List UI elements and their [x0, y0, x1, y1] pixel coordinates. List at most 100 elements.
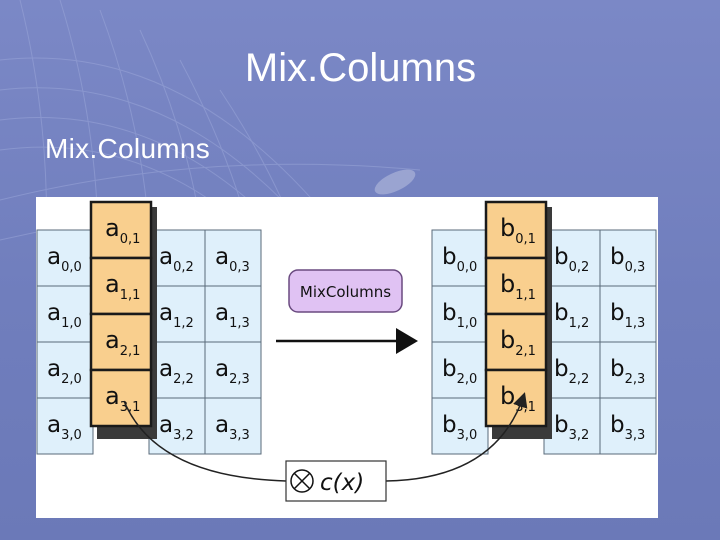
right-cell-label-0-0-letter: b: [442, 244, 457, 270]
left-cell-1-2: [148, 285, 206, 343]
right-cell-label-0-3-subscript: 0,3: [625, 260, 646, 275]
left-cell-label-0-0-subscript: 0,0: [61, 260, 82, 275]
multiplication-box: [285, 460, 387, 502]
left-cell-0-2: [148, 229, 206, 287]
left-cell-label-1-2: a1,2: [159, 300, 194, 331]
right-cell-label-3-3: b3,3: [610, 412, 645, 443]
right-highlight-cell-label-2: b2,1: [500, 326, 536, 359]
right-highlight-cell-label-2-subscript: 2,1: [515, 344, 536, 359]
left-cell-2-0: [36, 341, 94, 399]
left-cell-2-3: [204, 341, 262, 399]
left-cell-label-3-3-subscript: 3,3: [229, 428, 250, 443]
transform-arrow-head: [396, 328, 418, 354]
slide-bullet-text: Mix.Columns: [45, 133, 211, 164]
right-cell-label-2-3-subscript: 2,3: [625, 372, 646, 387]
right-highlight-cell-3: [484, 368, 548, 428]
right-cell-label-2-2-subscript: 2,2: [569, 372, 590, 387]
left-cell-0-3: [204, 229, 262, 287]
left-cell-3-2: [148, 397, 206, 455]
left-cell-label-3-2: a3,2: [159, 412, 194, 443]
left-cell-label-1-0-subscript: 1,0: [61, 316, 82, 331]
left-cell-3-3: [204, 397, 262, 455]
right-highlight-cell-label-1-subscript: 1,1: [515, 288, 536, 303]
right-cell-label-1-2-letter: b: [554, 300, 569, 326]
right-cell-3-2: [543, 397, 601, 455]
left-cell-label-2-0-subscript: 2,0: [61, 372, 82, 387]
right-highlight-cell-label-3-subscript: 3,1: [515, 400, 536, 415]
right-cell-label-3-0-letter: b: [442, 412, 457, 438]
multiplication-label: c(x): [320, 470, 364, 496]
slide-title: Mix.Columns: [244, 46, 477, 90]
right-cell-label-2-0-subscript: 2,0: [457, 372, 478, 387]
right-cell-label-1-3: b1,3: [610, 300, 645, 331]
right-cell-label-3-3-letter: b: [610, 412, 625, 438]
left-cell-label-2-3: a2,3: [215, 356, 250, 387]
left-highlight-cell-label-2: a2,1: [105, 326, 140, 359]
left-highlight-cell-2: [89, 312, 153, 372]
circled-times-icon: [290, 469, 314, 493]
left-cell-1-3: [204, 285, 262, 343]
left-cell-label-1-3-subscript: 1,3: [229, 316, 250, 331]
left-cell-label-2-0: a2,0: [47, 356, 82, 387]
right-cell-label-1-2-subscript: 1,2: [569, 316, 590, 331]
left-cell-label-0-2: a0,2: [159, 244, 194, 275]
right-highlight-cell-label-0-subscript: 0,1: [515, 232, 536, 247]
left-highlight-cell-label-1-letter: a: [105, 270, 120, 298]
left-cell-label-3-2-letter: a: [159, 412, 173, 438]
right-cell-label-1-0-subscript: 1,0: [457, 316, 478, 331]
right-cell-0-2: [543, 229, 601, 287]
right-cell-label-2-3: b2,3: [610, 356, 645, 387]
right-cell-3-0: [431, 397, 489, 455]
left-cell-label-1-3: a1,3: [215, 300, 250, 331]
right-cell-label-1-0-letter: b: [442, 300, 457, 326]
left-highlight-cell-label-0-letter: a: [105, 214, 120, 242]
right-cell-label-2-0-letter: b: [442, 356, 457, 382]
right-cell-label-3-0-subscript: 3,0: [457, 428, 478, 443]
left-highlight-cell-label-0-subscript: 0,1: [120, 232, 141, 247]
left-cell-label-2-2-subscript: 2,2: [173, 372, 194, 387]
right-cell-1-3: [599, 285, 657, 343]
mixcolumns-operation-box: [288, 269, 403, 313]
left-cell-label-1-3-letter: a: [215, 300, 229, 326]
right-cell-label-0-2: b0,2: [554, 244, 589, 275]
right-cell-2-0: [431, 341, 489, 399]
left-cell-label-1-0: a1,0: [47, 300, 82, 331]
right-cell-label-3-2-subscript: 3,2: [569, 428, 590, 443]
right-highlight-cell-label-0-letter: b: [500, 214, 515, 242]
left-cell-2-2: [148, 341, 206, 399]
left-cell-label-1-0-letter: a: [47, 300, 61, 326]
right-cell-label-2-0: b2,0: [442, 356, 477, 387]
right-highlight-cell-label-1: b1,1: [500, 270, 536, 303]
right-cell-label-0-3: b0,3: [610, 244, 645, 275]
left-cell-label-2-3-letter: a: [215, 356, 229, 382]
left-cell-label-3-0-subscript: 3,0: [61, 428, 82, 443]
right-cell-0-3: [599, 229, 657, 287]
right-cell-0-0: [431, 229, 489, 287]
mixcolumns-operation-label: MixColumns: [300, 283, 391, 301]
left-cell-label-1-2-letter: a: [159, 300, 173, 326]
right-highlight-cell-label-2-letter: b: [500, 326, 515, 354]
right-cell-1-0: [431, 285, 489, 343]
left-cell-label-2-2: a2,2: [159, 356, 194, 387]
right-cell-label-3-2-letter: b: [554, 412, 569, 438]
left-cell-label-0-3-letter: a: [215, 244, 229, 270]
right-cell-3-3: [599, 397, 657, 455]
right-cell-label-3-0: b3,0: [442, 412, 477, 443]
right-cell-label-0-2-subscript: 0,2: [569, 260, 590, 275]
right-cell-label-1-0: b1,0: [442, 300, 477, 331]
left-highlight-cell-label-1-subscript: 1,1: [120, 288, 141, 303]
left-cell-label-0-3: a0,3: [215, 244, 250, 275]
right-highlight-cell-0: [484, 200, 548, 260]
left-cell-label-3-3: a3,3: [215, 412, 250, 443]
left-cell-3-0: [36, 397, 94, 455]
right-highlight-cell-1: [484, 256, 548, 316]
left-cell-label-2-3-subscript: 2,3: [229, 372, 250, 387]
left-cell-label-2-0-letter: a: [47, 356, 61, 382]
right-cell-1-2: [543, 285, 601, 343]
right-cell-label-3-2: b3,2: [554, 412, 589, 443]
curved-arrow-left: [123, 400, 287, 482]
right-cell-label-3-3-subscript: 3,3: [625, 428, 646, 443]
left-cell-label-2-2-letter: a: [159, 356, 173, 382]
